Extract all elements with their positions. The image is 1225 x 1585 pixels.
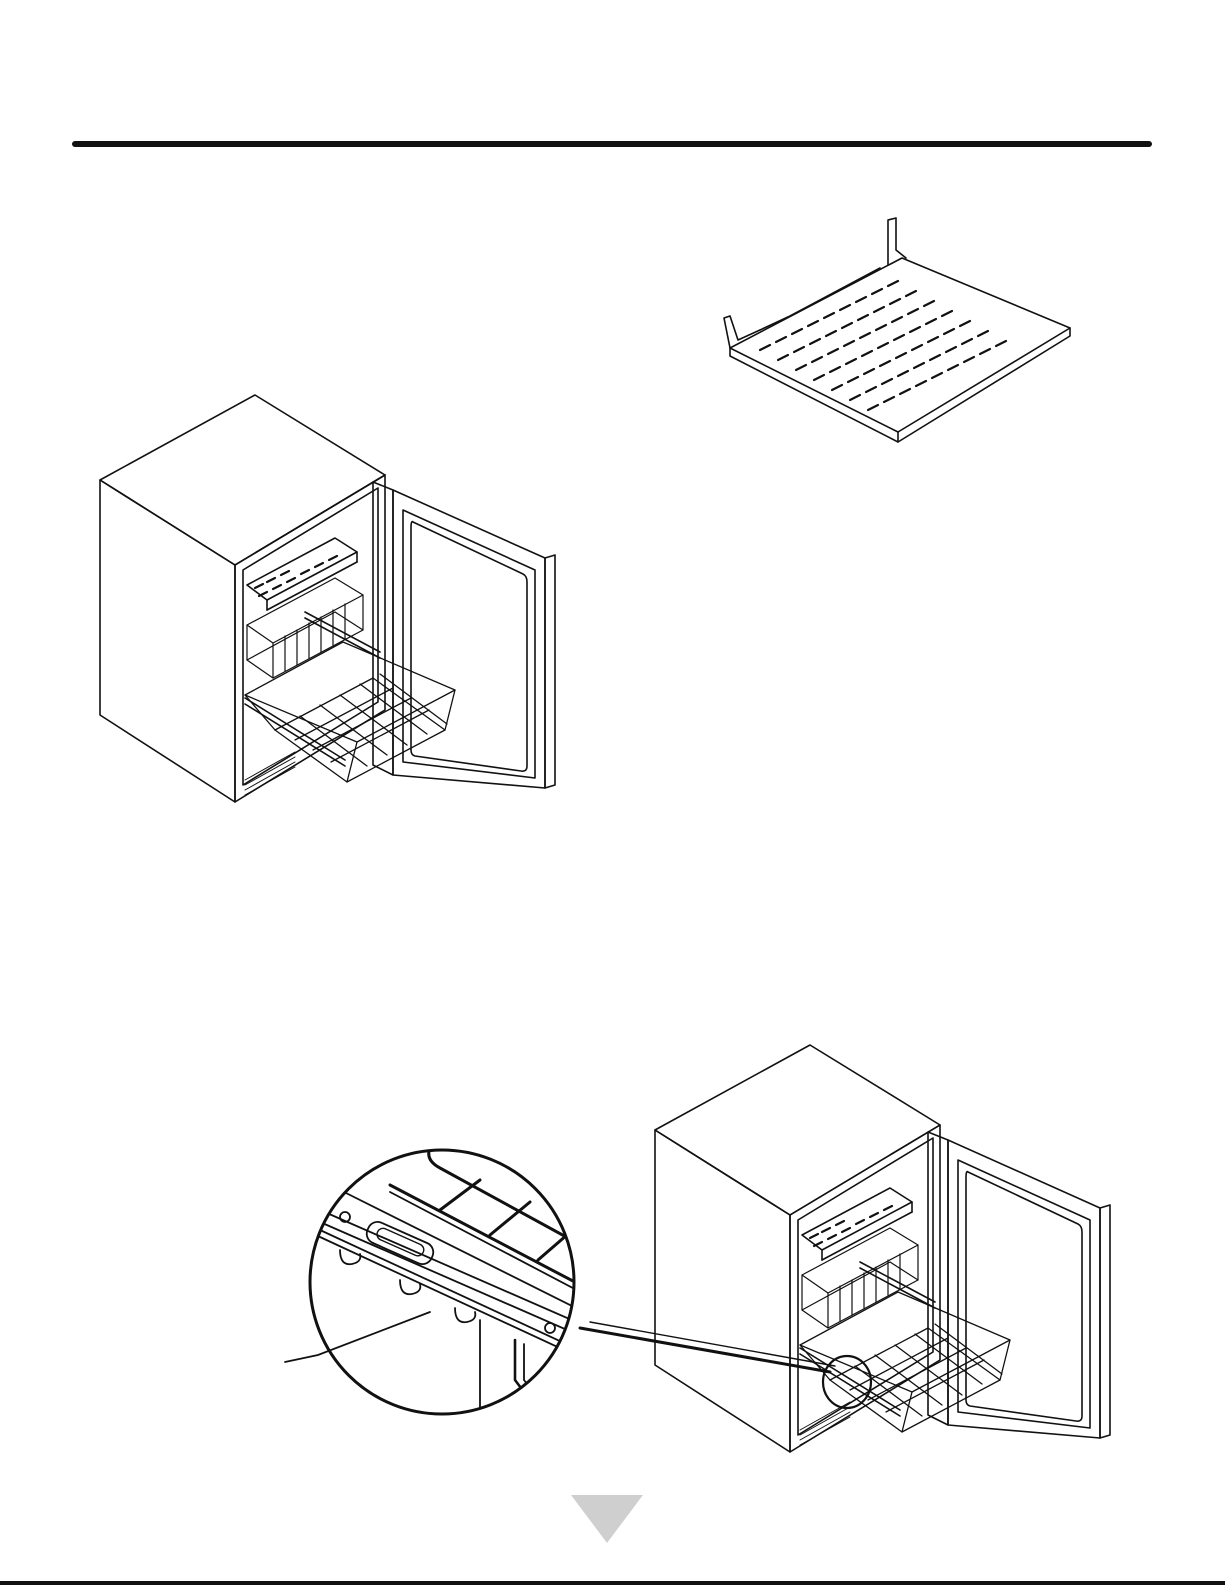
detail-contents — [320, 1148, 590, 1440]
magnifier-ring — [310, 1150, 574, 1414]
shelf-front-lip — [730, 328, 1070, 442]
lower-drawer — [245, 642, 455, 782]
rail-hook — [455, 1308, 475, 1322]
fridge-drawing-2 — [650, 1040, 1120, 1465]
open-door — [373, 482, 555, 788]
rail-hook — [340, 1250, 360, 1264]
footer-rule — [0, 1581, 1225, 1585]
open-door — [928, 1132, 1110, 1438]
shelf-perforations — [810, 1206, 892, 1246]
fridge-illustration-upper — [95, 390, 565, 815]
cabinet-side — [655, 1130, 790, 1452]
header-rule — [72, 141, 1152, 147]
cabinet-top — [655, 1045, 940, 1215]
shelf-surface — [730, 258, 1070, 432]
shelf-illustration — [720, 210, 1085, 460]
rivet — [545, 1323, 555, 1333]
cabinet-front — [235, 475, 385, 802]
cabinet-front — [790, 1125, 940, 1452]
cabinet-side — [100, 480, 235, 802]
rail-detail-magnifier — [280, 1140, 600, 1430]
shelf-perforations — [255, 556, 337, 596]
fridge-illustration-lower — [650, 1040, 1120, 1465]
rail-detail-drawing — [280, 1140, 600, 1430]
slide-rail — [320, 1190, 590, 1340]
shelf-back-tab-left — [724, 316, 760, 348]
fridge-drawing — [95, 390, 565, 815]
cabinet-top — [100, 395, 385, 565]
down-triangle-icon — [571, 1495, 643, 1543]
shelf-drawing — [720, 210, 1085, 460]
rail-latch — [364, 1219, 437, 1268]
